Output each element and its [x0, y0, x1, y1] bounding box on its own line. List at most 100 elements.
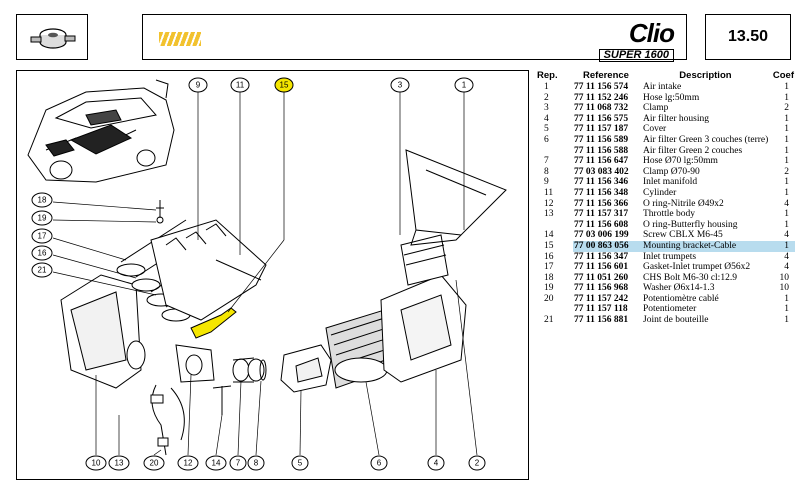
row-reference: 77 03 006 199 [574, 230, 629, 241]
callout-label: 18 [38, 196, 47, 205]
page-number-box: 13.50 [705, 14, 791, 60]
row-rep: 11 [544, 187, 554, 198]
row-reference: 77 11 152 246 [574, 92, 629, 103]
callout-17 [31, 228, 53, 244]
row-rep: 18 [544, 272, 554, 283]
row-description: Air filter Green 3 couches (terre) [643, 134, 769, 145]
row-coef: 4 [784, 230, 789, 241]
callout-label: 1 [462, 81, 467, 90]
header-description: Description [679, 69, 732, 81]
row-coef: 1 [784, 315, 789, 326]
table-row[interactable]: 2 77 11 152 246 Hose lg:50mm 1 [536, 93, 795, 104]
row-description: Gasket-Inlet trumpet Ø56x2 [643, 262, 751, 273]
callout-label: 21 [38, 266, 47, 275]
callout-label: 11 [236, 81, 245, 90]
row-rep: 6 [544, 134, 549, 145]
table-row[interactable]: 6 77 11 156 589 Air filter Green 3 couches… [536, 135, 795, 146]
row-coef: 1 [784, 145, 789, 156]
air-intake-thumbnail-icon [30, 28, 76, 49]
row-coef: 1 [784, 156, 789, 167]
row-coef: 10 [779, 272, 790, 283]
callout-2 [468, 455, 486, 471]
callout-19 [31, 210, 53, 226]
callout-label: 7 [236, 459, 241, 468]
row-reference: 77 11 051 260 [574, 272, 629, 283]
row-reference: 77 03 083 402 [574, 166, 629, 177]
row-coef: 1 [784, 82, 789, 92]
row-reference: 77 11 157 118 [574, 304, 628, 315]
row-rep: 13 [544, 209, 554, 220]
page-number: 13.50 [727, 28, 769, 45]
row-reference: 77 11 156 348 [574, 187, 629, 198]
row-reference: 77 11 156 881 [574, 315, 629, 326]
row-rep: 5 [544, 124, 549, 135]
car-overview-illustration [27, 79, 175, 183]
callout-label: 10 [92, 459, 101, 468]
callout-16 [31, 245, 53, 261]
row-coef: 1 [784, 304, 789, 315]
callout-6 [370, 455, 388, 471]
row-coef: 1 [784, 92, 789, 103]
callout-label: 17 [38, 232, 47, 241]
row-description: Cylinder [643, 187, 677, 198]
row-rep: 1 [544, 82, 549, 92]
row-coef: 1 [784, 219, 789, 230]
header-reference: Reference [583, 69, 629, 81]
callout-11 [230, 77, 250, 93]
table-row[interactable]: 77 11 157 118 Potentiometer 1 [536, 304, 795, 315]
callout-12 [177, 455, 199, 471]
callout-8 [247, 455, 265, 471]
logo-sub-text: SUPER 1600 [598, 49, 674, 62]
row-description: Hose lg:50mm [643, 92, 700, 103]
callout-label: 16 [38, 249, 47, 258]
row-reference: 77 11 156 589 [574, 134, 629, 145]
row-description: Cover [643, 124, 667, 135]
callout-label: 9 [196, 81, 201, 90]
callout-13 [108, 455, 130, 471]
row-rep: 15 [536, 240, 573, 252]
row-description: Potentiometer [643, 304, 697, 315]
callout-4 [427, 455, 445, 471]
row-reference: 77 11 156 968 [574, 283, 629, 294]
row-description: Air filter Green 2 couches [643, 145, 743, 156]
callout-7 [229, 455, 247, 471]
callout-14 [205, 455, 227, 471]
callout-label: 4 [434, 459, 439, 468]
clio-logo: Clio SUPER 1600 [544, 20, 675, 62]
header-coef: Coef [772, 69, 794, 81]
mounting-bracket-highlight [190, 307, 237, 339]
row-description: Throttle body [643, 209, 695, 220]
table-header-row: Rep. Reference Description Coef [536, 70, 795, 82]
row-reference: 77 00 863 056 [573, 240, 639, 252]
diagram-frame [16, 70, 529, 480]
row-rep: 2 [544, 92, 549, 103]
callout-10 [85, 455, 107, 471]
row-description: Inlet trumpets [643, 251, 697, 262]
row-description: Hose Ø70 lg:50mm [643, 156, 718, 167]
row-reference: 77 11 156 346 [574, 177, 629, 188]
row-coef: 4 [784, 251, 789, 262]
callout-label: 6 [377, 459, 382, 468]
row-reference: 77 11 156 575 [574, 113, 629, 124]
